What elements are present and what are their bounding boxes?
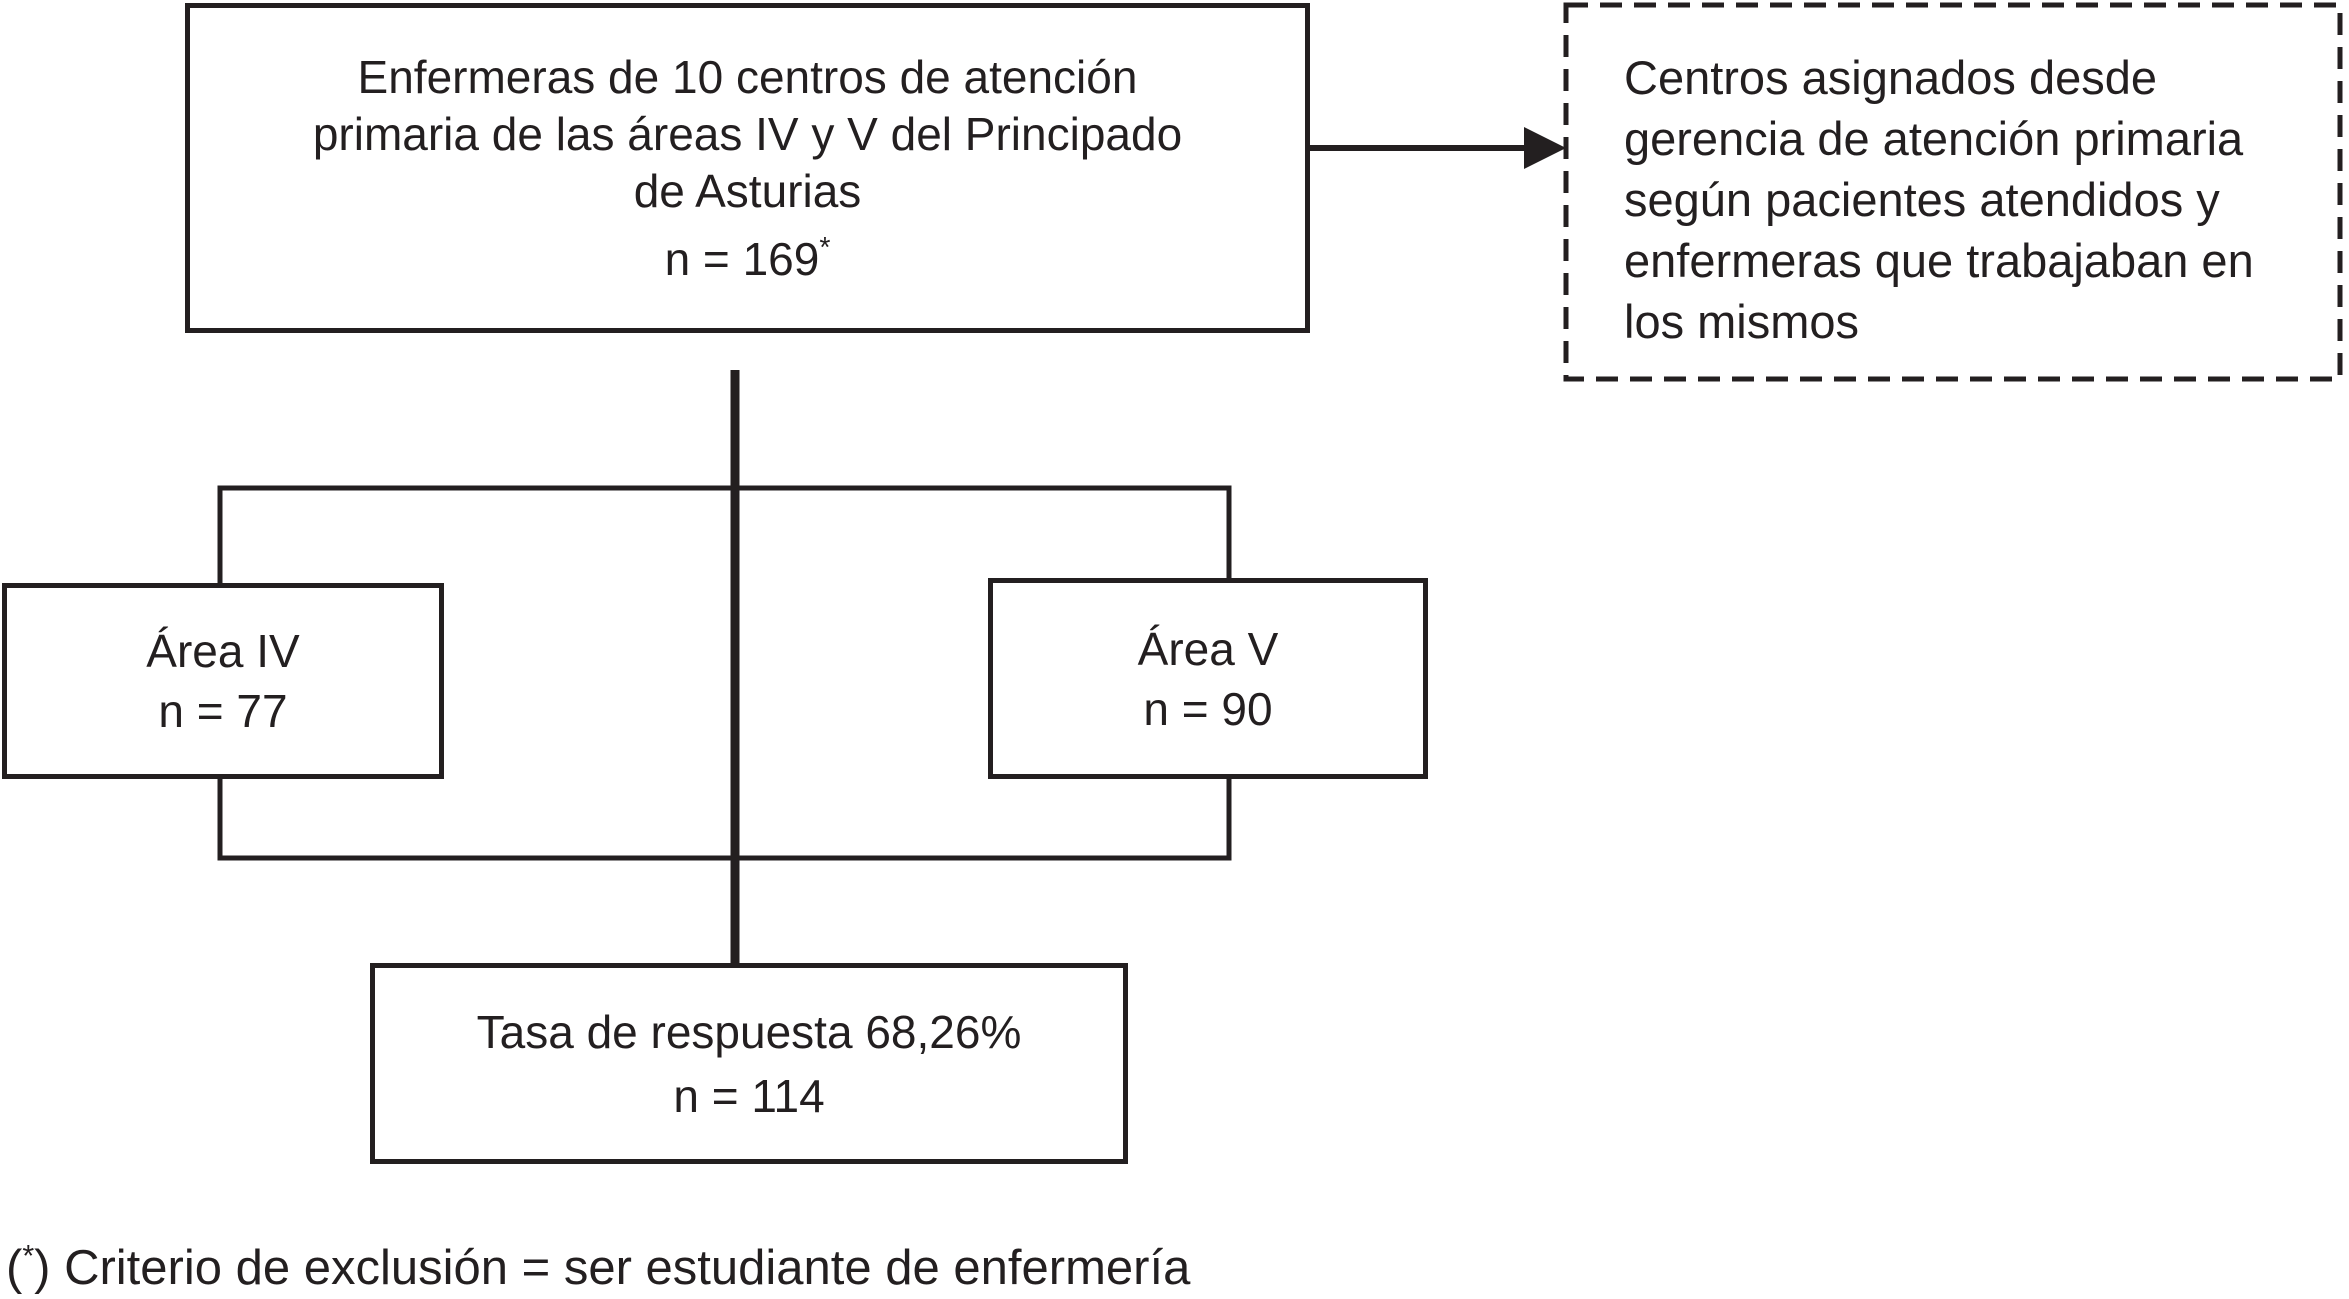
area-iv-title: Área IV — [146, 625, 300, 677]
footnote-text: ) Criterio de exclusión = ser estudiante… — [34, 1241, 1191, 1295]
assigned-centers-note-line-4: enfermeras que trabajaban en — [1624, 234, 2254, 287]
arrowhead-icon — [1524, 127, 1566, 169]
source-population-n-asterisk: * — [819, 231, 831, 264]
area-v-box: Área V n = 90 — [988, 578, 1428, 779]
assigned-centers-note-line-5: los mismos — [1624, 295, 1860, 348]
source-population-n: n = 169* — [665, 220, 831, 288]
source-population-line-3: de Asturias — [633, 164, 862, 217]
response-rate-line: Tasa de respuesta 68,26% — [476, 1005, 1022, 1058]
area-iv-box: Área IV n = 77 — [2, 583, 444, 779]
source-population-n-value: n = 169 — [664, 232, 820, 285]
exclusion-footnote: (*) Criterio de exclusión = ser estudian… — [6, 1226, 1190, 1298]
footnote-asterisk: * — [22, 1239, 35, 1273]
source-population-line-2: primaria de las áreas IV y V del Princip… — [312, 107, 1183, 160]
source-population-box: Enfermeras de 10 centros de atención pri… — [185, 3, 1310, 333]
dashed-note-border — [1563, 2, 2343, 382]
assigned-centers-note-line-3: según pacientes atendidos y — [1624, 173, 2220, 226]
area-v-title: Área V — [1137, 622, 1279, 675]
area-iv-n: n = 77 — [158, 685, 288, 737]
footnote-paren-open: ( — [6, 1241, 23, 1295]
response-rate-box: Tasa de respuesta 68,26% n = 114 — [370, 963, 1128, 1164]
source-population-line-1: Enfermeras de 10 centros de atención — [357, 50, 1138, 103]
assigned-centers-note-box: Centros asignados desde gerencia de aten… — [1566, 5, 2343, 379]
area-v-n: n = 90 — [1143, 682, 1273, 735]
assigned-centers-note-line-1: Centros asignados desde — [1624, 51, 2158, 104]
assigned-centers-note-line-2: gerencia de atención primaria — [1624, 112, 2244, 165]
response-rate-n: n = 114 — [673, 1069, 825, 1122]
